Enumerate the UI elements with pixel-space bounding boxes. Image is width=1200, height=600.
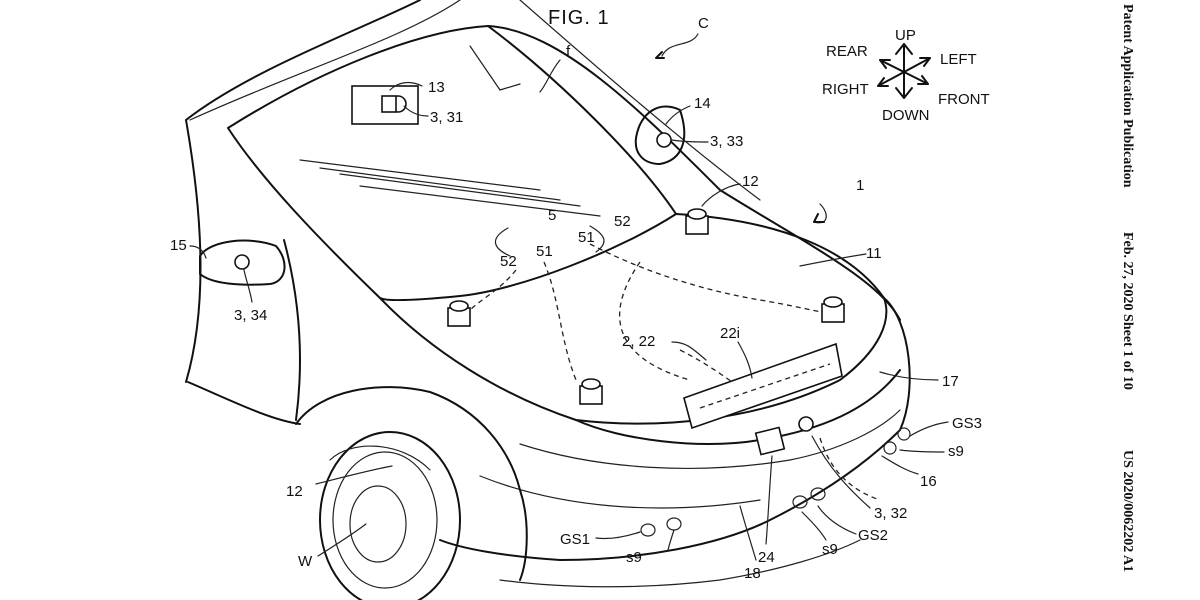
gs3-sensor <box>897 427 911 441</box>
label-2-22: 2, 22 <box>622 333 655 350</box>
wheel-arch <box>295 386 528 581</box>
left-right-arrow <box>877 57 931 87</box>
label-51-right: 51 <box>578 229 595 246</box>
date-sheet-label: Feb. 27, 2020 Sheet 1 of 10 <box>1120 232 1135 390</box>
bumper-lower-crease <box>479 475 761 509</box>
label-GS2: GS2 <box>858 527 888 544</box>
label-13: 13 <box>428 79 445 96</box>
publication-number: US 2020/0062202 A1 <box>1120 450 1135 572</box>
windshield-hatching <box>299 45 601 217</box>
wheel-tire <box>319 431 461 600</box>
compass-rear: REAR <box>826 43 868 60</box>
right-side-mirror <box>634 105 686 165</box>
sensor-unit <box>447 300 471 327</box>
label-51-left: 51 <box>536 243 553 260</box>
fender-line <box>487 25 901 321</box>
camera-32-icon <box>798 416 814 432</box>
car-body <box>185 0 911 600</box>
label-3-31: 3, 31 <box>430 109 463 126</box>
figure-title: FIG. 1 <box>548 7 610 29</box>
gs3-sensor <box>883 441 897 455</box>
camera-34-icon <box>234 254 250 270</box>
label-16: 16 <box>920 473 937 490</box>
hood-outline <box>379 213 888 425</box>
label-12-bottom: 12 <box>286 483 303 500</box>
vehicle-ref-label: C <box>698 15 709 32</box>
label-3-32: 3, 32 <box>874 505 907 522</box>
label-1: 1 <box>856 177 864 194</box>
label-3-34: 3, 34 <box>234 307 267 324</box>
bumper-crease <box>519 409 901 469</box>
label-GS1: GS1 <box>560 531 590 548</box>
roof-hatch <box>189 0 461 121</box>
label-GS3: GS3 <box>952 415 982 432</box>
reference-labels: f 13 3, 31 14 3, 33 12 1 5 52 51 51 52 1… <box>170 43 982 582</box>
label-52-left: 52 <box>500 253 517 270</box>
wiring <box>469 243 881 501</box>
compass-right: RIGHT <box>822 81 869 98</box>
gs2-sensor <box>810 487 826 501</box>
camera-31-body <box>381 95 397 113</box>
vehicle-ref-arrowhead <box>655 51 665 59</box>
left-side-mirror <box>199 239 286 286</box>
windshield <box>227 25 677 302</box>
compass-down: DOWN <box>882 107 930 124</box>
leader-lines <box>189 59 949 561</box>
compass-front: FRONT <box>938 91 990 108</box>
label-52-right: 52 <box>614 213 631 230</box>
label-15: 15 <box>170 237 187 254</box>
gs1-sensor <box>640 523 656 537</box>
lidar-internal <box>699 363 831 409</box>
a-pillar-edge <box>185 119 202 383</box>
label-18: 18 <box>744 565 761 582</box>
label-s9-mid: s9 <box>822 541 838 558</box>
gs2-sensor <box>792 495 808 509</box>
label-22i: 22i <box>720 325 740 342</box>
license-plate-24 <box>754 426 786 456</box>
label-12-top: 12 <box>742 173 759 190</box>
label-17: 17 <box>942 373 959 390</box>
compass-up: UP <box>895 27 916 44</box>
camera-33-icon <box>656 132 672 148</box>
gs1-sensor <box>666 517 682 531</box>
label-3-33: 3, 33 <box>710 133 743 150</box>
label-14: 14 <box>694 95 711 112</box>
door-lower-edge <box>187 381 301 425</box>
label-W: W <box>298 553 313 570</box>
cowl-line <box>519 0 761 201</box>
side-header: Patent Application Publication Feb. 27, … <box>1120 4 1135 572</box>
sensor-unit <box>821 296 845 323</box>
bumper-outline <box>439 297 911 561</box>
compass-left: LEFT <box>940 51 977 68</box>
door-front-edge <box>283 239 301 421</box>
vehicle-ref-leader <box>661 33 699 57</box>
label-11: 11 <box>866 245 882 262</box>
label-s9-left: s9 <box>626 549 642 566</box>
undercarriage-line <box>499 539 861 588</box>
roof-edge <box>185 0 421 121</box>
label-24: 24 <box>758 549 775 566</box>
label-5: 5 <box>548 207 556 224</box>
wheel-reflection <box>329 445 431 471</box>
wheel-hub <box>349 485 407 563</box>
sensor-unit <box>579 378 603 405</box>
sensor-units <box>447 208 845 405</box>
label-s9-right: s9 <box>948 443 964 460</box>
direction-compass: UP DOWN REAR FRONT LEFT RIGHT <box>822 27 990 124</box>
sensor-unit <box>685 208 709 235</box>
wheel-rim <box>332 451 438 589</box>
label-f: f <box>566 43 571 60</box>
publication-label: Patent Application Publication <box>1120 4 1135 188</box>
